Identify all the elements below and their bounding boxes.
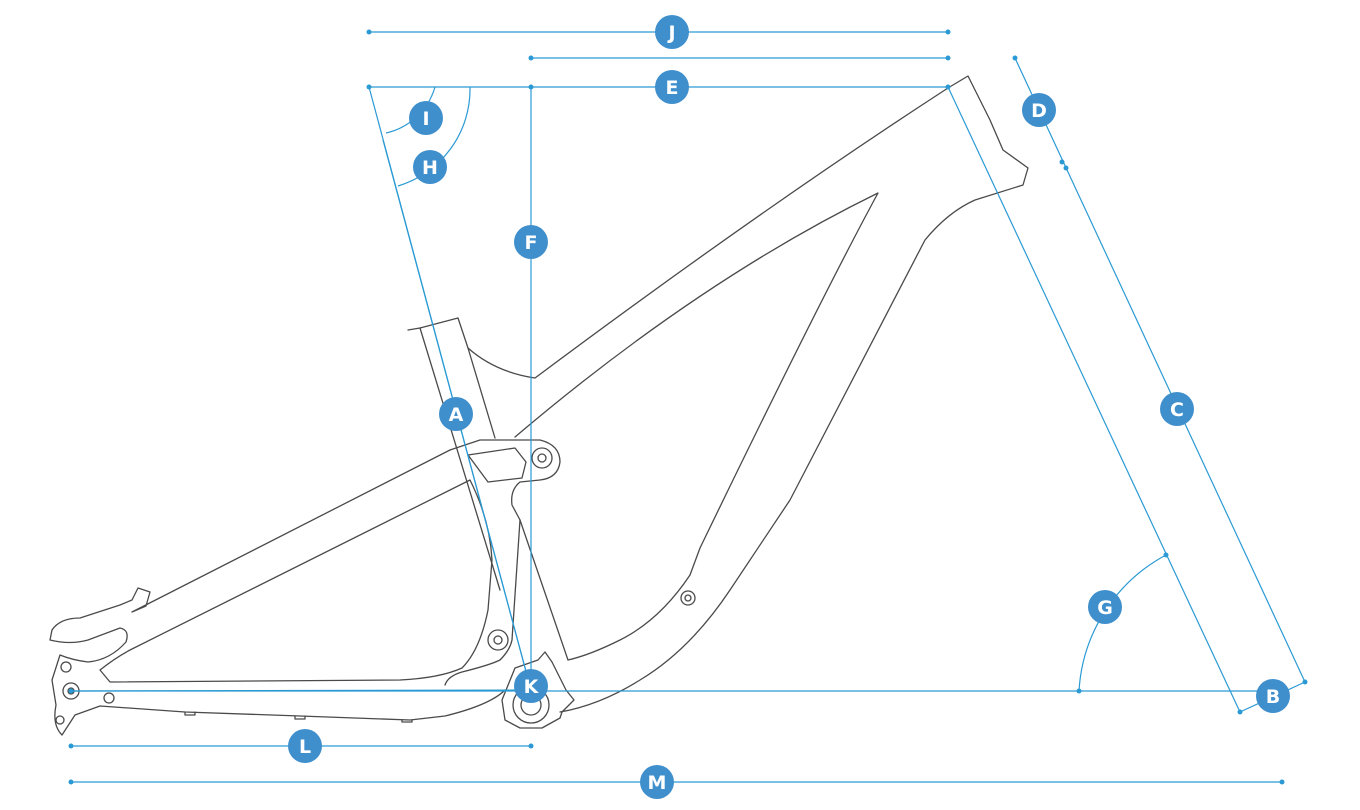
badge-m-label: M	[648, 772, 667, 794]
chainstay-lower	[444, 519, 521, 686]
badge-h: H	[413, 150, 447, 184]
dropout-bolt-1	[60, 661, 72, 673]
badge-d-label: D	[1031, 100, 1047, 122]
angle-g-end-dot	[1163, 552, 1169, 558]
dimension-c-start-dot	[1063, 165, 1069, 171]
pivot-bolt-chainstay-inner	[493, 635, 503, 645]
badge-a-label: A	[449, 404, 464, 426]
badge-i: I	[409, 101, 443, 135]
dimension-m-end-dot	[1279, 779, 1285, 785]
bike-frame	[49, 75, 1029, 736]
rocker-link	[449, 439, 561, 521]
dimension-b-dot	[1237, 709, 1243, 715]
badge-c-label: C	[1170, 399, 1184, 421]
angle-arc-g	[1078, 554, 1167, 692]
badge-a: A	[439, 397, 473, 431]
angle-arc-h	[397, 86, 471, 187]
badge-j-label: J	[666, 22, 675, 44]
badge-f: F	[514, 225, 548, 259]
seat-stay-inner	[99, 479, 493, 683]
badge-i-label: I	[422, 108, 429, 130]
badge-c: C	[1160, 392, 1194, 426]
badge-k-label: K	[524, 676, 540, 698]
badge-h-label: H	[422, 157, 438, 179]
badge-b: B	[1256, 679, 1290, 713]
seat-tube	[419, 327, 501, 591]
dimension-j-start-dot	[366, 29, 372, 35]
dimension-reach-start-dot	[528, 55, 534, 61]
dropout	[49, 627, 506, 736]
dimension-m-start-dot	[68, 779, 74, 785]
bottom-bracket-shell	[501, 651, 575, 729]
seat-stay	[51, 449, 451, 631]
pivot-bolt-chainstay	[487, 629, 509, 651]
dimension-reach-end-dot	[945, 55, 951, 61]
badge-e-label: E	[666, 77, 679, 99]
measurement-lines	[68, 29, 1308, 785]
badge-d: D	[1022, 93, 1056, 127]
front-triangle-inner	[514, 192, 879, 661]
cable-ports	[184, 711, 413, 723]
dropout-bolt-2	[103, 692, 115, 704]
dimension-line-c	[1014, 57, 1306, 683]
pivot-bolt-rocker	[531, 447, 553, 469]
badge-b-label: B	[1266, 686, 1280, 708]
chainstay-axis	[70, 689, 532, 692]
badge-l-label: L	[299, 736, 311, 758]
badge-k: K	[514, 669, 548, 703]
dimension-j-end-dot	[945, 29, 951, 35]
badge-f-label: F	[525, 232, 538, 254]
seat-post-stub	[407, 327, 421, 331]
dropout-bolt-3	[55, 715, 65, 725]
front-triangle-outline	[419, 75, 1029, 713]
pivot-bolt-shock-inner	[684, 594, 692, 602]
dimension-d-end-dot	[1059, 159, 1065, 165]
badge-g-label: G	[1097, 597, 1113, 619]
dimension-d-start-dot	[1012, 55, 1018, 61]
head-tube-axis	[947, 86, 1241, 713]
pivot-bolt-rocker-inner	[537, 453, 547, 463]
dimension-l-end-dot	[528, 743, 534, 749]
badge-j: J	[655, 15, 689, 49]
badge-l: L	[288, 729, 322, 763]
badge-e: E	[655, 70, 689, 104]
pivot-bolt-shock	[680, 590, 696, 606]
rocker-inner	[467, 447, 527, 483]
badge-m: M	[640, 765, 674, 799]
dimension-l-start-dot	[68, 743, 74, 749]
badge-g: G	[1088, 590, 1122, 624]
